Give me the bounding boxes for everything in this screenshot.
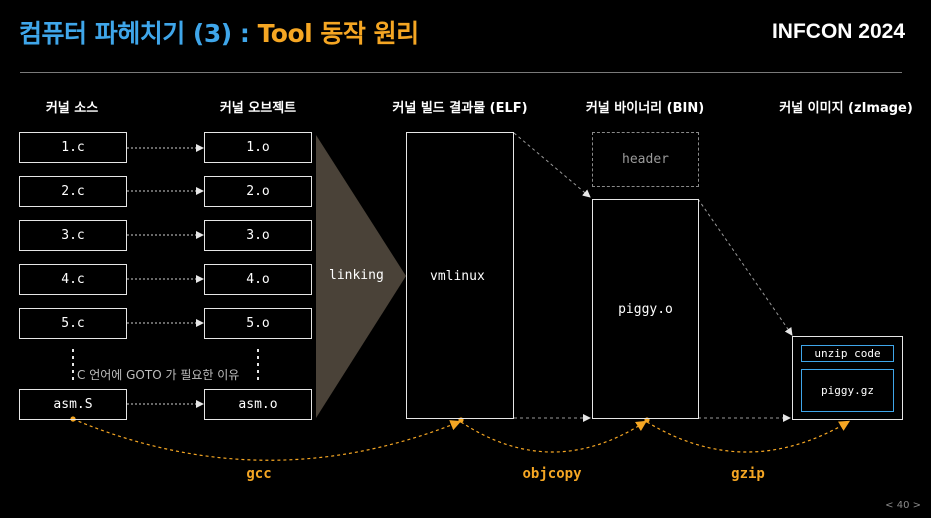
page-number: < 40 > [885, 500, 921, 511]
column-header-object: 커널 오브젝트 [219, 101, 297, 116]
elf-vmlinux-box: vmlinux [406, 132, 514, 419]
linking-label: linking [329, 268, 384, 283]
title-divider [20, 72, 902, 73]
goto-note: C 언어에 GOTO 가 필요한 이유 [77, 368, 240, 382]
source-file-box: 3.c [19, 220, 127, 251]
linking-funnel [316, 135, 406, 418]
step-gcc: gcc [246, 466, 272, 482]
brand-logo-text: INFCON 2024 [771, 20, 905, 43]
unzip-code-box: unzip code [801, 345, 894, 362]
column-header-elf: 커널 빌드 결과물 (ELF) [392, 101, 528, 116]
source-file-box: asm.S [19, 389, 127, 420]
bin-piggy-box: piggy.o [592, 199, 699, 419]
column-header-image: 커널 이미지 (zImage) [779, 101, 913, 116]
gcc-arc [72, 418, 462, 461]
vmlinux-label: vmlinux [430, 269, 485, 284]
compile-arrows [127, 144, 204, 408]
object-file-box: 3.o [204, 220, 312, 251]
object-file-box: asm.o [204, 389, 312, 420]
step-objcopy: objcopy [522, 466, 582, 482]
source-file-box: 5.c [19, 308, 127, 339]
piggy-gz-box: piggy.gz [801, 369, 894, 412]
zimage-box: unzip code piggy.gz [792, 336, 903, 420]
arc-start-dots [70, 416, 650, 423]
objcopy-projection-lines [513, 132, 591, 422]
source-file-box: 2.c [19, 176, 127, 207]
column-header-bin: 커널 바이너리 (BIN) [585, 101, 705, 116]
gzip-projection-lines [697, 198, 793, 422]
step-gzip: gzip [731, 466, 765, 482]
source-file-box: 4.c [19, 264, 127, 295]
object-file-box: 2.o [204, 176, 312, 207]
ellipsis-dots [72, 349, 259, 380]
header-box: header [592, 132, 699, 187]
step-arcs [72, 418, 851, 461]
object-file-box: 5.o [204, 308, 312, 339]
slide-title: 컴퓨터 파헤치기 (3) : Tool 동작 원리 [19, 14, 419, 50]
title-highlight: Tool 동작 원리 [257, 19, 420, 48]
gzip-arc [646, 420, 851, 453]
objcopy-arc [460, 420, 648, 453]
object-file-box: 1.o [204, 132, 312, 163]
source-file-box: 1.c [19, 132, 127, 163]
column-header-source: 커널 소스 [45, 101, 99, 116]
title-main: 컴퓨터 파헤치기 (3) : [19, 19, 258, 48]
object-file-box: 4.o [204, 264, 312, 295]
